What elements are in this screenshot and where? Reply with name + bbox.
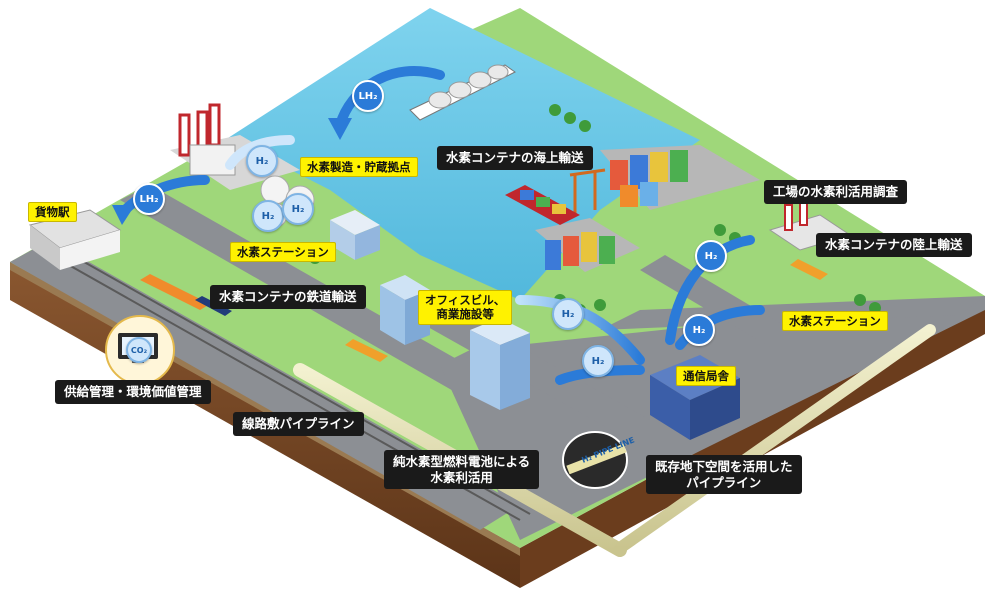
h2-badge-office: H₂ — [552, 298, 584, 330]
label-fuel-cell-line1: 純水素型燃料電池による — [393, 454, 531, 469]
label-underground-line2: パイプライン — [686, 474, 762, 490]
label-sea-transport: 水素コンテナの海上輸送 — [437, 146, 593, 170]
tank-truck — [345, 259, 828, 362]
label-underground-pipeline: 既存地下空間を活用した パイプライン — [646, 455, 802, 495]
label-freight-station: 貨物駅 — [28, 202, 77, 223]
label-fuel-cell: 純水素型燃料電池による 水素利活用 — [384, 450, 540, 490]
port-cranes — [569, 168, 606, 215]
h2-badge-street: H₂ — [582, 345, 614, 377]
lh2-badge-sea: LH₂ — [352, 80, 384, 112]
h2-badge-tank-2: H₂ — [282, 193, 314, 225]
label-h2-station-left: 水素ステーション — [230, 242, 336, 263]
label-supply-management: 供給管理・環境価値管理 — [55, 380, 211, 404]
container-ship — [505, 185, 580, 225]
label-land-transport: 水素コンテナの陸上輸送 — [816, 233, 972, 257]
h2-badge-factory: H₂ — [695, 240, 727, 272]
label-production-base: 水素製造・貯蔵拠点 — [300, 157, 418, 178]
label-telecom: 通信局舎 — [676, 366, 736, 387]
label-trackside-pipeline: 線路敷パイプライン — [233, 412, 364, 436]
label-fuel-cell-line2: 水素利活用 — [430, 469, 493, 485]
label-office-line2: 商業施設等 — [436, 307, 494, 322]
lng-carrier-ship — [409, 64, 516, 121]
office-towers — [330, 210, 530, 410]
co2-badge: CO₂ — [126, 337, 152, 363]
h2-badge-base: H₂ — [246, 145, 278, 177]
label-h2-station-right: 水素ステーション — [782, 311, 888, 332]
label-office: オフィスビル、 商業施設等 — [418, 290, 513, 325]
label-office-line1: オフィスビル、 — [425, 293, 506, 307]
h2-badge-station: H₂ — [683, 314, 715, 346]
h2-badge-tank-1: H₂ — [252, 200, 284, 232]
container-yard — [535, 145, 760, 272]
label-rail-transport: 水素コンテナの鉄道輸送 — [210, 285, 366, 309]
label-factory-survey: 工場の水素利活用調査 — [764, 180, 908, 204]
label-underground-line1: 既存地下空間を活用した — [655, 459, 793, 474]
lh2-badge-left: LH₂ — [133, 183, 165, 215]
